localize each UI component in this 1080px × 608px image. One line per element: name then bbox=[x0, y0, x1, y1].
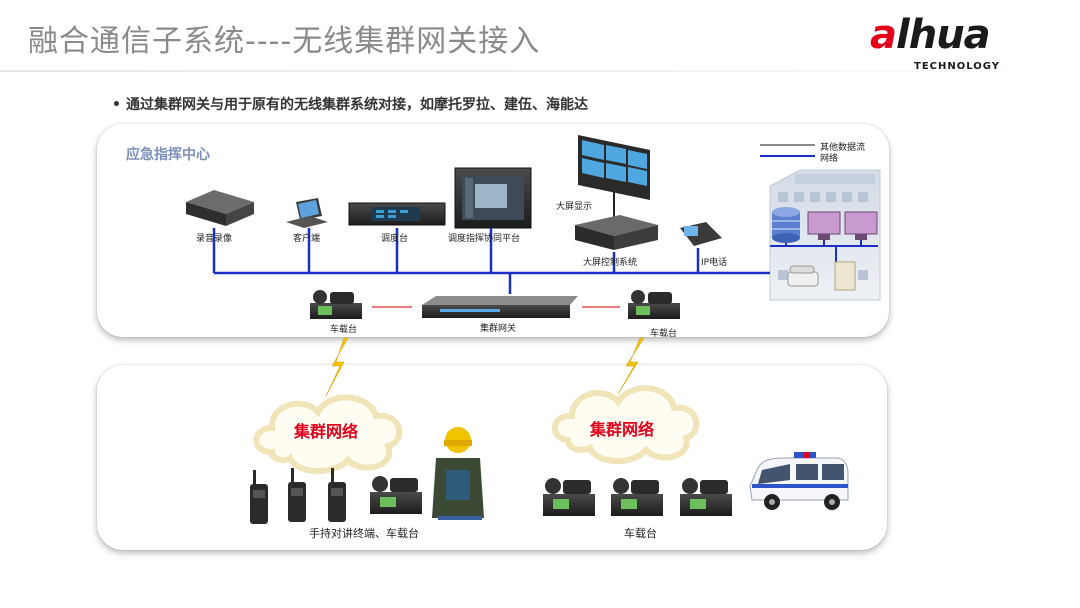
command-platform-icon bbox=[454, 167, 532, 229]
command-platform-label: 调度指挥协同平台 bbox=[448, 234, 521, 244]
bottom-vehicle-radio-3-icon bbox=[680, 478, 732, 516]
bullet-text: 通过集群网关与用于原有的无线集群系统对接，如摩托罗拉、建伍、海能达 bbox=[126, 97, 588, 113]
ip-phone-icon bbox=[680, 222, 722, 246]
dispatch-console-label: 调度台 bbox=[381, 234, 409, 244]
screen-controller-label: 大屏控制系统 bbox=[583, 258, 638, 268]
ip-phone-label: IP电话 bbox=[701, 258, 728, 268]
bottom-vehicle-radio-1-icon bbox=[543, 478, 595, 516]
database-icon bbox=[772, 207, 800, 243]
vehicle-radio-left-label: 车载台 bbox=[330, 325, 358, 335]
bottom-vehicle-radio-2-icon bbox=[611, 478, 663, 516]
office-phone-icon bbox=[787, 265, 819, 287]
building-icon bbox=[769, 169, 881, 301]
logo-wordmark: alhua bbox=[870, 12, 991, 58]
server-icon bbox=[834, 261, 856, 291]
legend bbox=[760, 144, 815, 157]
big-screen-label: 大屏显示 bbox=[556, 202, 593, 212]
network-bus bbox=[212, 228, 770, 294]
cloud-right-label: 集群网络 bbox=[590, 420, 655, 439]
cloud-right-icon bbox=[551, 385, 700, 465]
vehicle-radio-right-label: 车载台 bbox=[650, 329, 678, 339]
dahua-logo: alhua TECHNOLOGY bbox=[870, 12, 1050, 76]
title-divider bbox=[0, 70, 1080, 72]
legend-network-label: 网络 bbox=[820, 154, 839, 164]
legend-other-data-label: 其他数据流 bbox=[820, 143, 866, 153]
dispatch-console-icon bbox=[348, 202, 446, 226]
handheld-radio-2-icon bbox=[288, 468, 306, 522]
page-title: 融合通信子系统----无线集群网关接入 bbox=[28, 24, 541, 59]
handheld-radios bbox=[250, 468, 346, 524]
cloud-left-label: 集群网络 bbox=[294, 422, 359, 441]
command-center-title: 应急指挥中心 bbox=[126, 147, 210, 163]
recorder-label: 录音录像 bbox=[196, 234, 233, 244]
police-van-icon bbox=[749, 452, 849, 510]
workstation-icon bbox=[807, 211, 878, 240]
handheld-caption: 手持对讲终端、车载台 bbox=[309, 527, 419, 540]
client-label: 客户端 bbox=[293, 234, 321, 244]
handheld-radio-1-icon bbox=[250, 470, 268, 524]
bullet-point: • 通过集群网关与用于原有的无线集群系统对接，如摩托罗拉、建伍、海能达 bbox=[112, 94, 588, 114]
video-wall-icon bbox=[578, 135, 650, 222]
screen-controller-icon bbox=[575, 215, 658, 250]
logo-subtitle: TECHNOLOGY bbox=[914, 61, 1000, 72]
cloud-left-icon bbox=[253, 394, 403, 475]
bullet-dot: • bbox=[112, 97, 121, 113]
gateway-label: 集群网关 bbox=[480, 324, 517, 334]
vehicle-caption: 车载台 bbox=[624, 527, 657, 540]
bottom-vehicle-radio-left-icon bbox=[370, 476, 422, 514]
gateway-icon bbox=[422, 296, 578, 318]
logo-word-black: lhua bbox=[896, 12, 991, 58]
handheld-radio-3-icon bbox=[328, 468, 346, 522]
client-laptop-icon bbox=[286, 198, 328, 228]
trunking-network-panel bbox=[97, 365, 887, 550]
vehicle-radio-left-icon bbox=[310, 290, 362, 319]
recorder-icon bbox=[186, 190, 254, 226]
logo-word-red: a bbox=[870, 12, 897, 58]
worker-icon bbox=[432, 427, 484, 520]
lightning-icon bbox=[325, 337, 645, 397]
vehicle-radio-right-icon bbox=[628, 290, 680, 319]
